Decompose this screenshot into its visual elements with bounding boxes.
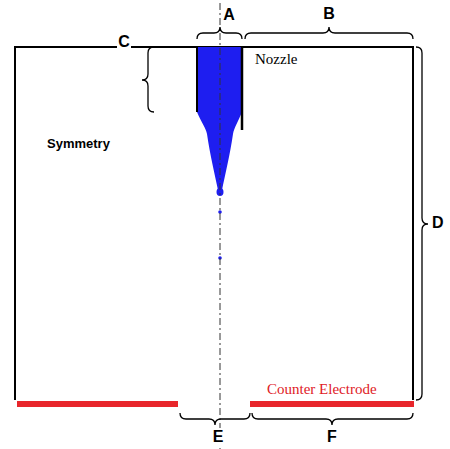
nozzle-wall — [196, 47, 198, 112]
nozzle-wall — [241, 47, 244, 130]
part-name: Counter Electrode — [266, 381, 378, 398]
domain-boundary — [15, 47, 413, 400]
dimension-letter: D — [431, 214, 445, 232]
part-name: Nozzle — [254, 51, 298, 68]
dimension-letter: F — [326, 428, 338, 446]
symmetry-axis — [220, 3, 221, 449]
dimension-brace — [180, 413, 250, 425]
dimension-brace — [252, 413, 413, 425]
dimension-brace — [142, 47, 154, 112]
counter-electrode — [250, 401, 414, 407]
counter-electrode — [17, 401, 178, 407]
dimension-letter: A — [222, 6, 236, 24]
dimension-letter: B — [322, 5, 336, 23]
dimension-brace — [416, 47, 428, 400]
dimension-brace — [197, 27, 242, 39]
dimension-brace — [245, 27, 413, 39]
dimension-letter: C — [117, 33, 131, 51]
boundary-name: Symmetry — [46, 137, 111, 151]
dimension-letter: E — [212, 428, 225, 446]
